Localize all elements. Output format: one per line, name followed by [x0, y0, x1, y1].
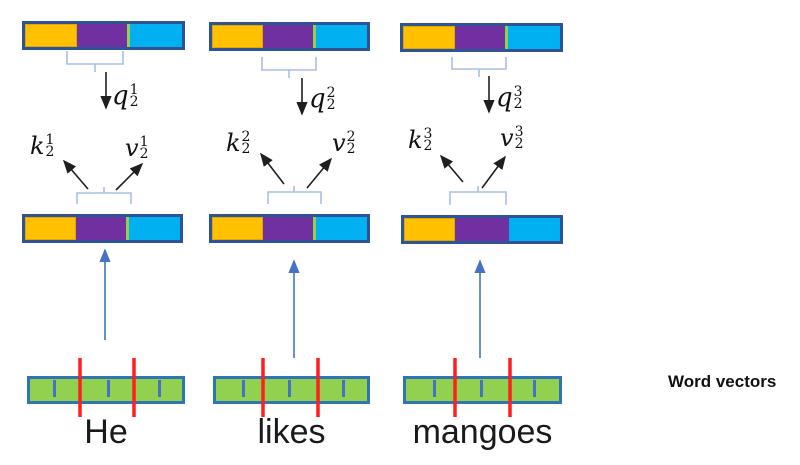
q-sub: 2 [513, 96, 523, 112]
green-divider [125, 217, 129, 240]
v-sub: 2 [514, 136, 524, 152]
q-base: q [496, 83, 513, 113]
vector-tick [158, 380, 161, 397]
word-vector-bar-1 [27, 376, 185, 404]
v-arrow-2 [306, 157, 333, 189]
cyan-segment [315, 25, 367, 48]
yellow-segment [212, 217, 264, 240]
q-base: q [112, 81, 129, 111]
vector-tick [242, 380, 245, 397]
cyan-segment [315, 217, 367, 240]
encoding-bar-mid-1 [22, 214, 183, 243]
vector-tick [107, 380, 110, 397]
k-arrow-3 [439, 154, 464, 183]
k-arrow-2 [260, 152, 285, 185]
v-sup: 2 [346, 129, 356, 145]
yellow-segment [404, 218, 456, 241]
word-label-1: He [84, 413, 128, 451]
green-divider [312, 25, 316, 48]
k-sub: 2 [45, 144, 55, 160]
purple-segment [455, 218, 509, 241]
vector-tick [533, 380, 536, 397]
encoding-bar-top-2 [209, 22, 370, 51]
encoding-bar-mid-2 [209, 214, 370, 243]
q-sub: 2 [129, 94, 139, 110]
word-label-2: likes [257, 413, 326, 451]
v-sub: 2 [139, 146, 149, 162]
over-brace-1 [76, 187, 132, 204]
q-sub: 2 [326, 97, 336, 113]
purple-segment [454, 26, 506, 49]
word-vector-bar-2 [213, 376, 370, 404]
vector-tick [342, 380, 345, 397]
v-base: v [332, 129, 346, 157]
k-base: k [30, 132, 45, 160]
green-divider [505, 26, 509, 49]
k-sup: 3 [423, 126, 433, 142]
v-base: v [500, 124, 514, 152]
cyan-segment [130, 24, 182, 47]
purple-segment [76, 217, 126, 240]
over-brace-3 [449, 186, 507, 205]
v-sup: 1 [139, 134, 149, 150]
yellow-segment [212, 25, 264, 48]
green-divider [312, 217, 316, 240]
vector-tick [433, 380, 436, 397]
word-vectors-caption: Word vectors [668, 372, 777, 391]
yellow-segment [25, 24, 77, 47]
cyan-segment [508, 218, 560, 241]
yellow-segment [403, 26, 455, 49]
k-sub: 2 [241, 141, 251, 157]
vector-tick [288, 380, 291, 397]
q-base: q [309, 84, 326, 114]
k-base: k [226, 129, 241, 157]
k-base: k [408, 126, 423, 154]
word-vector-bar-3 [403, 376, 562, 404]
under-brace-1 [66, 51, 124, 72]
v-arrow-3 [481, 155, 506, 189]
over-brace-2 [267, 186, 322, 204]
vector-tick [480, 380, 483, 397]
q-sup: 2 [326, 85, 336, 101]
encoding-bar-top-1 [22, 21, 185, 50]
purple-segment [263, 217, 313, 240]
cyan-segment [128, 217, 180, 240]
v-sup: 3 [514, 124, 524, 140]
k-sub: 2 [423, 138, 433, 154]
q-sup: 1 [129, 82, 139, 98]
v-sub: 2 [346, 141, 356, 157]
cyan-segment [508, 26, 560, 49]
under-brace-3 [451, 57, 507, 77]
q-sup: 3 [513, 84, 523, 100]
encoding-bar-mid-3 [401, 215, 563, 244]
purple-segment [263, 25, 313, 48]
k-sup: 2 [241, 129, 251, 145]
green-divider [127, 24, 131, 47]
k-arrow-1 [62, 159, 89, 190]
v-arrow-1 [115, 162, 144, 191]
vector-tick [53, 380, 56, 397]
under-brace-2 [261, 57, 317, 78]
encoding-bar-top-3 [400, 23, 563, 52]
word-label-3: mangoes [412, 413, 553, 451]
yellow-segment [25, 217, 77, 240]
v-base: v [125, 134, 139, 162]
purple-segment [76, 24, 128, 47]
k-sup: 1 [45, 132, 55, 148]
